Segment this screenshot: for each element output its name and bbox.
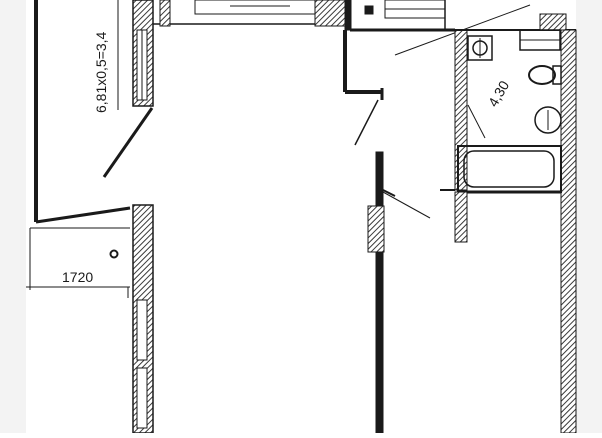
- entry-walls: [343, 0, 531, 146]
- drain-symbol: [109, 249, 119, 259]
- balcony-dimension-label: 6,81x0,5=3,4: [93, 31, 109, 113]
- top-wall: [153, 0, 346, 27]
- sheet-margin-left: [0, 0, 26, 433]
- balcony: [26, 0, 131, 298]
- interior-partition: [367, 151, 431, 434]
- bathroom-area-label: 4,30: [485, 78, 513, 110]
- balcony-door-leaf: [102, 107, 154, 178]
- bathroom: [454, 13, 577, 434]
- exterior-wall: [132, 0, 154, 434]
- bathtub: [440, 145, 562, 243]
- width-dimension-label: 1720: [62, 269, 93, 285]
- sheet-margin-right: [576, 0, 602, 433]
